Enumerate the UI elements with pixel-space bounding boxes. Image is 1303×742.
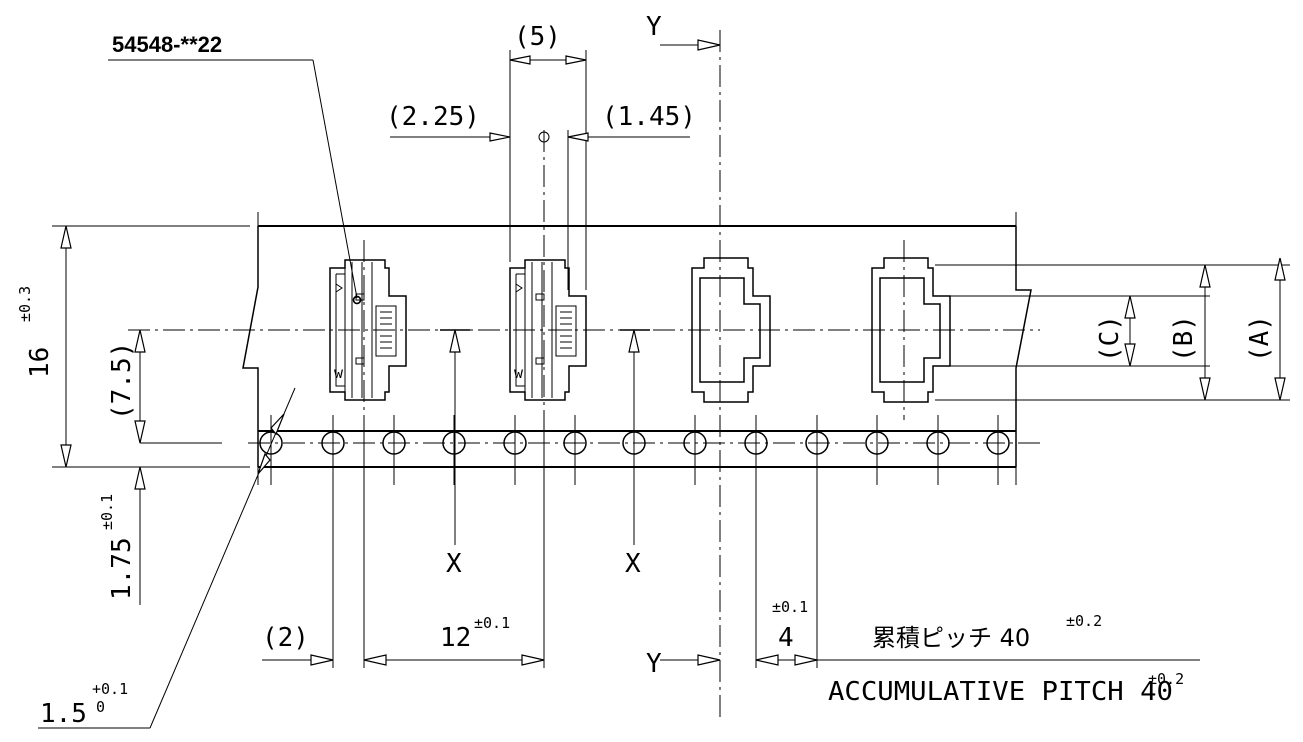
dim-hole-edge-label: 1.75: [107, 537, 137, 600]
empty-pocket-3: [691, 257, 771, 403]
section-y-top: Y: [646, 12, 662, 42]
dim-pocket-pitch-label: 12: [440, 623, 471, 653]
section-y-bottom: Y: [646, 649, 662, 679]
dim-b-label: (B): [1169, 315, 1199, 362]
dim-offsets: (2.25) (1.45): [386, 102, 696, 290]
dim-tape-width-tol: ±0.3: [16, 286, 34, 322]
accum-pitch-jp: 累積ピッチ 40: [872, 624, 1030, 652]
svg-text:w: w: [514, 364, 524, 382]
section-y: Y Y: [646, 12, 721, 679]
carrier-tape: [242, 212, 1032, 485]
dim-hole-dia-tol-upper: +0.1: [92, 680, 128, 698]
dim-hole-to-center: (7.5): [107, 329, 222, 444]
dim-width-5: (5): [509, 22, 587, 290]
section-x: X X: [440, 329, 650, 579]
part-number-callout: 54548-**22: [108, 32, 362, 305]
dim-hole-edge-tol: ±0.1: [98, 494, 116, 530]
accum-pitch-en: ACCUMULATIVE PITCH 40: [828, 677, 1173, 707]
dim-hole-pitch-label: 4: [778, 623, 794, 653]
section-x-right: X: [625, 549, 641, 579]
dim-hole-pitch-tol: ±0.1: [772, 598, 808, 616]
dim-tape-width-label: 16: [25, 347, 55, 378]
accumulative-pitch-note: 累積ピッチ 40 ±0.2 ACCUMULATIVE PITCH 40 ±0.2: [817, 612, 1200, 707]
dim-offset-right: (1.45): [602, 102, 696, 132]
dim-pocket-pitch: (2) 12 ±0.1: [262, 420, 545, 668]
dim-hole-center-label: (7.5): [107, 342, 137, 420]
dim-c-label: (C): [1095, 315, 1125, 362]
svg-text:w: w: [334, 364, 344, 382]
dim-hole-dia-label: 1.5: [40, 699, 87, 729]
dim-hole-dia-tol-lower: 0: [96, 698, 105, 716]
accum-pitch-en-tol: ±0.2: [1148, 670, 1184, 688]
dim-pocket-sizes: (C) (B) (A): [935, 257, 1290, 401]
dim-hole-edge: 1.75 ±0.1: [98, 466, 146, 605]
dim-width-label: (5): [514, 22, 561, 52]
connector-2: w: [509, 259, 587, 401]
sprocket-holes: [248, 415, 1040, 485]
section-x-left: X: [446, 549, 462, 579]
dim-tape-width: 16 ±0.3: [16, 225, 250, 468]
dim-hole-dia: 1.5 +0.1 0: [38, 387, 296, 729]
dim-hole-pitch: 4 ±0.1: [755, 485, 818, 668]
part-number: 54548-**22: [112, 32, 222, 57]
dim-pocket-pitch-tol: ±0.1: [474, 614, 510, 632]
dim-offset-left: (2.25): [386, 102, 480, 132]
pocket-centerlines: [363, 30, 905, 720]
dim-a-label: (A): [1245, 315, 1275, 362]
accum-pitch-jp-tol: ±0.2: [1066, 612, 1102, 630]
dim-edge-to-hole: (2): [262, 623, 309, 653]
